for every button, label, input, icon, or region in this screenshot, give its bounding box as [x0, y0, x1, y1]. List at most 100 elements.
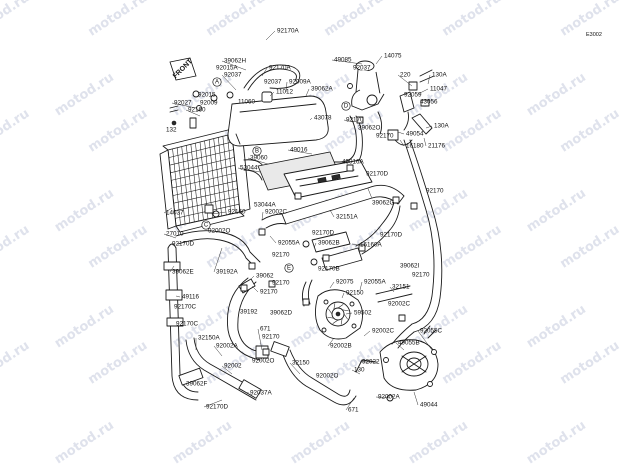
part-number-label[interactable]: 130A — [432, 72, 448, 79]
part-number-label[interactable]: 671 — [348, 407, 359, 414]
part-number-label[interactable]: 92075 — [336, 279, 354, 286]
leader-line — [221, 74, 237, 91]
part-number-label[interactable]: 92022 — [362, 359, 380, 366]
part-number-label[interactable]: 92170D — [172, 241, 195, 248]
part-number-label[interactable]: 92037A — [250, 390, 273, 397]
part-number-label[interactable]: 59502 — [354, 310, 372, 317]
part-number-label[interactable]: 132 — [166, 127, 177, 134]
part-number-label[interactable]: 92160 — [228, 209, 246, 216]
part-number-label[interactable]: 92170D — [206, 404, 229, 411]
part-number-label[interactable]: 92027 — [174, 100, 192, 107]
part-number-label[interactable]: 92002 — [224, 363, 242, 370]
part-number-label[interactable]: 92037 — [264, 79, 282, 86]
part-number-label[interactable]: 92055A — [278, 240, 301, 247]
part-number-label[interactable]: 92055C — [420, 328, 443, 335]
part-number-label[interactable]: 92170 — [412, 272, 430, 279]
part-number-label[interactable]: 92037 — [353, 65, 371, 72]
part-number-label[interactable]: 49055B — [398, 340, 420, 347]
part-number-label[interactable]: 92170 — [272, 280, 290, 287]
part-number-label[interactable]: 32150A — [198, 335, 221, 342]
part-number-label[interactable]: 92170 — [346, 117, 364, 124]
part-number-label[interactable]: 92009A — [289, 79, 312, 86]
part-number-label[interactable]: 49085 — [334, 57, 352, 64]
part-number-label[interactable]: 92170D — [380, 232, 403, 239]
part-number-label[interactable]: 11060 — [238, 99, 256, 106]
part-number-label[interactable]: 92170 — [426, 188, 444, 195]
part-number-label[interactable]: 49044 — [420, 402, 438, 409]
part-number-label[interactable]: 92170 — [260, 289, 278, 296]
part-number-label[interactable]: 49016 — [290, 147, 308, 154]
part-number-label[interactable]: 39062D — [270, 310, 293, 317]
part-number-label[interactable]: 39060 — [250, 155, 268, 162]
part-number-label[interactable]: 39062E — [172, 269, 194, 276]
part-number-label[interactable]: 92002B — [330, 343, 352, 350]
part-number-label[interactable]: 39062O — [358, 125, 381, 132]
part-number-label[interactable]: 92002O — [208, 228, 231, 235]
part-number-label[interactable]: 39062I — [400, 263, 420, 270]
part-number-label[interactable]: 39062H — [224, 58, 247, 65]
part-number-label[interactable]: 92055A — [364, 279, 387, 286]
watermark-text: motod.ru — [440, 106, 505, 155]
part-number-label[interactable]: 92170B — [318, 266, 340, 273]
part-number-label[interactable]: 43078 — [314, 115, 332, 122]
part-number-label[interactable]: 130A — [434, 123, 450, 130]
part-number-label[interactable]: 43056 — [420, 99, 438, 106]
part-number-label[interactable]: 220 — [400, 72, 411, 79]
part-number-label[interactable]: 92002A — [216, 343, 239, 350]
part-number-label[interactable]: 21176 — [428, 143, 446, 150]
part-number-label[interactable]: 39062A — [311, 86, 334, 93]
part-number-label[interactable]: 92150 — [346, 290, 364, 297]
part-number-label[interactable]: 49054 — [406, 131, 424, 138]
part-number-label[interactable]: 39062B — [318, 240, 340, 247]
part-number-label[interactable]: 92002C — [372, 328, 395, 335]
part-number-label[interactable]: 39192A — [216, 269, 239, 276]
part-number-label[interactable]: 92170C — [174, 304, 197, 311]
part-number-label[interactable]: 92170D — [366, 171, 389, 178]
part-number-label[interactable]: 32151 — [392, 284, 410, 291]
part-number-label[interactable]: 32150 — [292, 360, 310, 367]
part-number-label[interactable]: 53044 — [240, 165, 258, 172]
part-number-label[interactable]: 92170 — [262, 334, 280, 341]
leader-line — [203, 399, 223, 408]
lower-pipe-32150A — [185, 337, 262, 401]
part-number-label[interactable]: 14075 — [384, 53, 402, 60]
part-number-label[interactable]: 92170 — [272, 252, 290, 259]
diagram-code: E3002 — [586, 32, 602, 38]
part-number-label[interactable]: 92170 — [376, 133, 394, 140]
part-number-label[interactable]: 92059 — [404, 92, 422, 99]
part-number-label[interactable]: 11047 — [430, 86, 448, 93]
part-number-label[interactable]: 92037 — [224, 72, 242, 79]
part-number-label[interactable]: 92009 — [200, 100, 218, 107]
part-number-label[interactable]: 92015 — [198, 92, 216, 99]
part-number-label[interactable]: 92002C — [388, 301, 411, 308]
part-number-label[interactable]: 49116 — [182, 294, 200, 301]
leader-line — [213, 345, 223, 357]
part-number-label[interactable]: 92170A — [269, 65, 292, 72]
part-number-label[interactable]: 92170C — [176, 321, 199, 328]
part-number-label[interactable]: 92002O — [316, 373, 339, 380]
part-number-label[interactable]: 39062F — [186, 381, 208, 388]
part-number-label[interactable]: 39062G — [372, 200, 395, 207]
reference-marker: C — [201, 220, 211, 230]
part-number-label[interactable]: 92002C — [265, 209, 288, 216]
part-number-label[interactable]: 92160 — [188, 107, 206, 114]
part-number-label[interactable]: 16180 — [406, 143, 424, 150]
part-number-label[interactable]: 27010 — [166, 231, 184, 238]
part-number-label[interactable]: 130 — [354, 367, 365, 374]
left-coolant-pipe — [163, 243, 204, 401]
part-number-label[interactable]: 32151A — [336, 214, 359, 221]
part-number-label[interactable]: 49016A — [342, 159, 365, 166]
part-number-label[interactable]: 39062 — [256, 273, 274, 280]
part-number-label[interactable]: 92170D — [312, 230, 335, 237]
part-number-label[interactable]: 16160A — [360, 242, 383, 249]
leader-line — [289, 362, 301, 375]
part-number-label[interactable]: 39192 — [240, 309, 258, 316]
part-number-label[interactable]: 92002O — [252, 358, 275, 365]
part-number-label[interactable]: 671 — [260, 326, 271, 333]
part-number-label[interactable]: 92002A — [378, 394, 401, 401]
part-number-label[interactable]: 92170A — [277, 28, 300, 35]
part-number-label[interactable]: 53044A — [254, 202, 277, 209]
part-number-label[interactable]: 92015A — [216, 65, 239, 72]
part-number-label[interactable]: 14037 — [166, 210, 184, 217]
part-number-label[interactable]: 11012 — [276, 89, 294, 96]
